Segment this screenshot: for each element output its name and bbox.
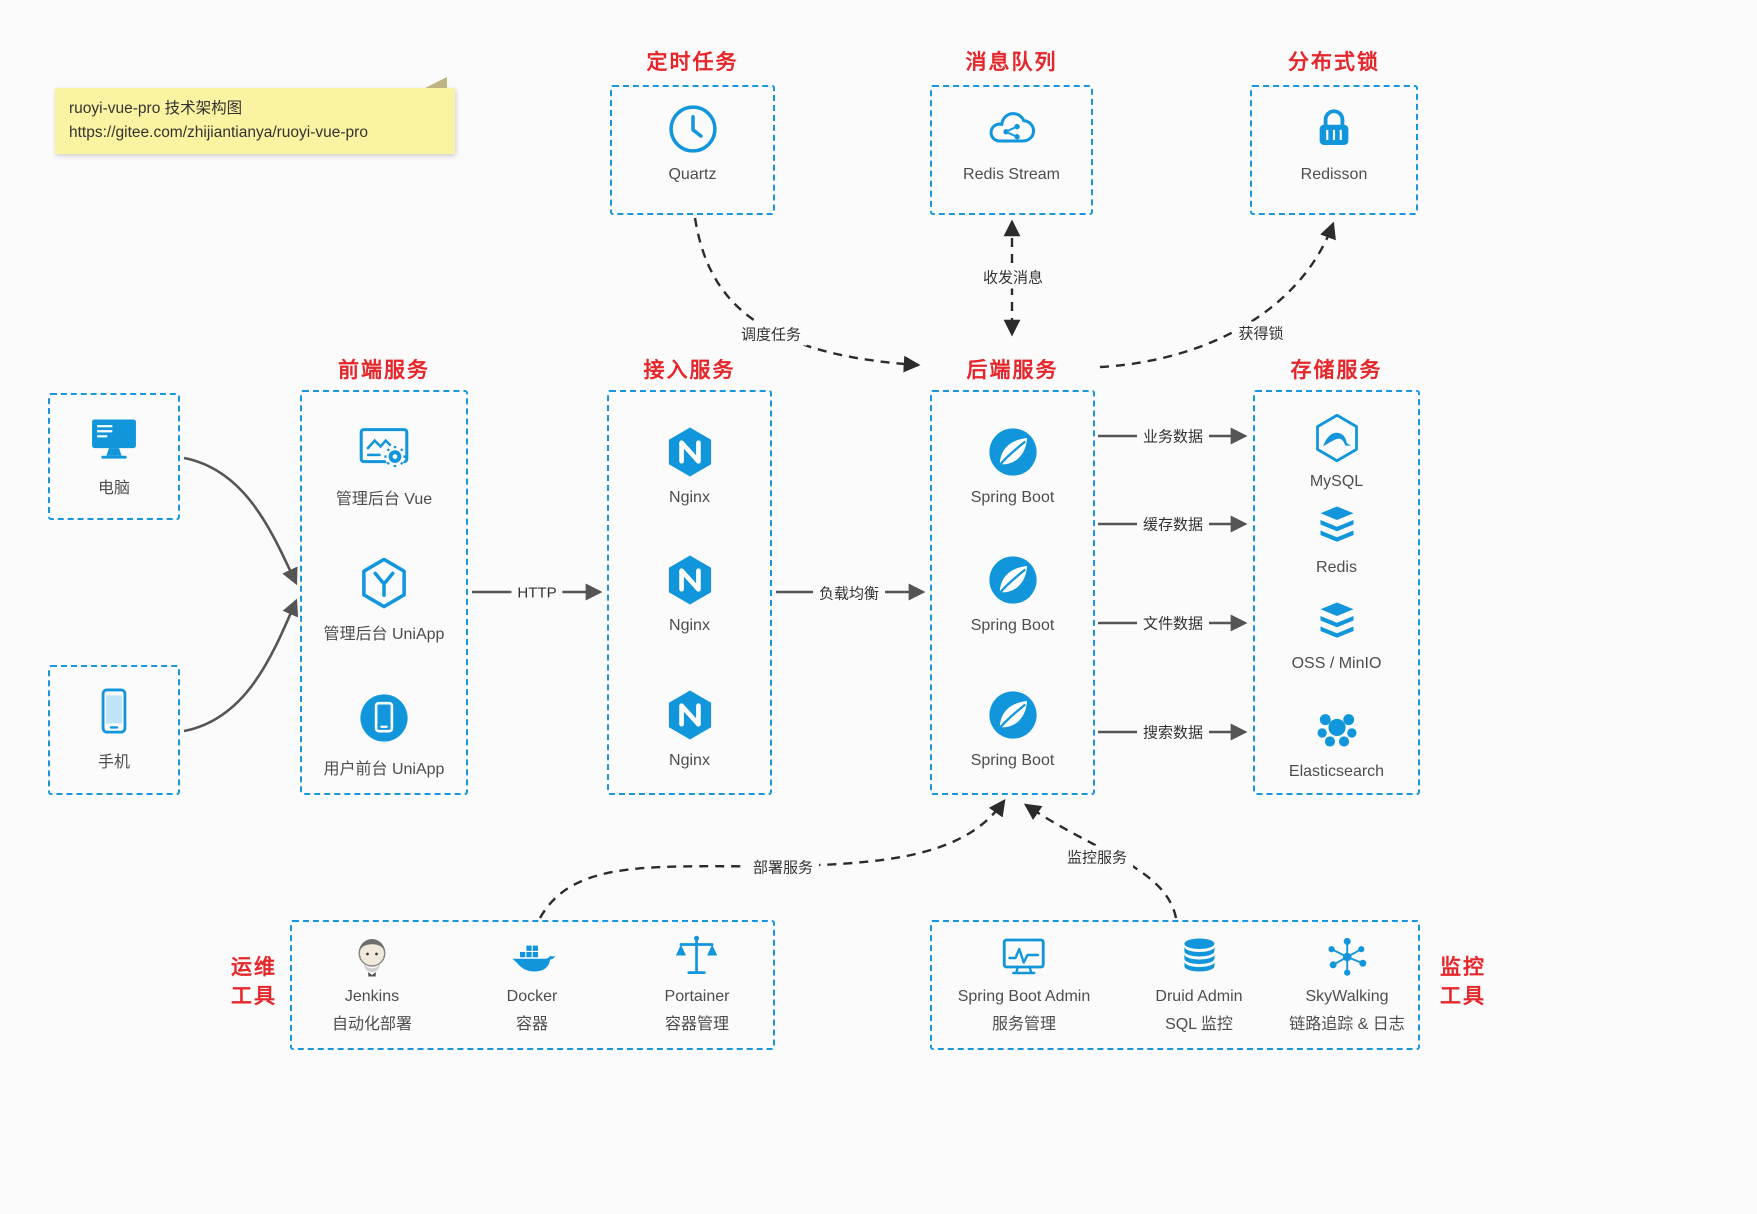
storage-item-label: OSS / MinIO — [1291, 655, 1382, 672]
frontend-title: 前端服务 — [338, 359, 430, 382]
edge-label-file-data: 文件数据 — [1136, 611, 1210, 635]
admin-vue-icon — [355, 422, 413, 476]
backend-item-label: Spring Boot — [970, 752, 1055, 769]
spring-boot-icon — [985, 552, 1041, 608]
computer-panel: 电脑 — [48, 393, 180, 520]
lock-title: 分布式锁 — [1288, 51, 1380, 74]
edge-label-http: HTTP — [511, 583, 563, 603]
monitor-panel: Spring Boot Admin 服务管理 Druid Admin SQL 监… — [930, 920, 1420, 1050]
monitor-item-name: SkyWalking — [1305, 988, 1389, 1005]
scheduler-panel: Quartz — [610, 85, 775, 215]
mysql-icon — [1311, 412, 1363, 464]
note-fold-corner — [425, 77, 447, 88]
phone-icon — [89, 683, 139, 739]
monitor-item-name: Spring Boot Admin — [957, 988, 1091, 1005]
edge-label-deploy-service: 部署服务 — [746, 855, 820, 879]
monitor-side-label: 监控 工具 — [1431, 953, 1495, 1012]
gateway-title: 接入服务 — [643, 359, 736, 382]
ops-item-name: Jenkins — [344, 988, 400, 1005]
cloud-stream-icon — [982, 103, 1042, 157]
monitor-item-desc: SQL 监控 — [1165, 1016, 1233, 1033]
ops-side-label: 运维 工具 — [222, 953, 286, 1012]
gateway-panel: Nginx Nginx Nginx — [607, 390, 772, 795]
scheduler-item-label: Quartz — [668, 166, 717, 183]
gateway-item-label: Nginx — [669, 752, 710, 769]
monitor-item-name: Druid Admin — [1155, 988, 1243, 1005]
storage-title: 存储服务 — [1290, 359, 1383, 382]
lock-icon — [1307, 101, 1361, 157]
edge-label-cache-data: 缓存数据 — [1136, 512, 1210, 536]
gateway-item-label: Nginx — [669, 617, 710, 634]
storage-item-label: Elasticsearch — [1288, 763, 1385, 780]
uniapp-user-icon — [356, 690, 412, 746]
edge-label-monitor-service: 监控服务 — [1060, 845, 1134, 869]
docker-icon — [504, 934, 560, 982]
oss-minio-icon — [1311, 598, 1363, 646]
ops-item-name: Docker — [506, 988, 558, 1005]
spring-boot-icon — [985, 424, 1041, 480]
sticky-note: ruoyi-vue-pro 技术架构图 https://gitee.com/zh… — [55, 77, 455, 155]
phone-panel: 手机 — [48, 665, 180, 795]
spring-boot-icon — [985, 687, 1041, 743]
jenkins-icon — [348, 932, 396, 982]
monitor-side-label-line1: 监控 — [1440, 956, 1486, 979]
edge-label-business-data: 业务数据 — [1136, 424, 1210, 448]
edge-label-search-data: 搜索数据 — [1136, 720, 1210, 744]
elasticsearch-icon — [1311, 704, 1363, 754]
backend-item-label: Spring Boot — [970, 617, 1055, 634]
nginx-icon — [663, 552, 717, 608]
backend-item-label: Spring Boot — [970, 489, 1055, 506]
nginx-icon — [663, 687, 717, 743]
spring-boot-admin-icon — [997, 934, 1051, 982]
scheduler-title: 定时任务 — [646, 51, 739, 74]
frontend-panel: 管理后台 Vue 管理后台 UniApp 用户前台 UniApp — [300, 390, 468, 795]
lock-panel: Redisson — [1250, 85, 1418, 215]
monitor-item-desc: 服务管理 — [991, 1016, 1056, 1033]
frontend-item-label: 管理后台 Vue — [335, 491, 433, 508]
skywalking-icon — [1322, 932, 1372, 982]
clock-icon — [665, 101, 721, 157]
monitor-item-desc: 链路追踪 & 日志 — [1289, 1016, 1405, 1033]
note-title: ruoyi-vue-pro 技术架构图 — [69, 100, 243, 117]
backend-panel: Spring Boot Spring Boot Spring Boot — [930, 390, 1095, 795]
ops-side-label-line2: 工具 — [231, 985, 277, 1009]
frontend-item-label: 用户前台 UniApp — [323, 761, 445, 778]
ops-item-name: Portainer — [664, 988, 730, 1005]
computer-label: 电脑 — [97, 480, 130, 497]
ops-panel: Jenkins 自动化部署 Docker 容器 — [290, 920, 775, 1050]
edge-label-acquire-lock: 获得锁 — [1232, 321, 1290, 345]
redis-icon — [1311, 502, 1363, 550]
mq-title: 消息队列 — [965, 51, 1058, 74]
lock-item-label: Redisson — [1300, 166, 1368, 183]
storage-item-label: Redis — [1316, 559, 1357, 576]
portainer-icon — [672, 932, 722, 982]
gateway-item-label: Nginx — [669, 489, 710, 506]
mq-item-label: Redis Stream — [963, 166, 1060, 183]
storage-item-label: MySQL — [1309, 473, 1364, 490]
phone-label: 手机 — [97, 754, 130, 771]
ops-side-label-line1: 运维 — [231, 956, 277, 979]
ops-item-desc: 自动化部署 — [331, 1016, 413, 1033]
edge-label-schedule-task: 调度任务 — [734, 322, 808, 346]
backend-title: 后端服务 — [966, 359, 1059, 382]
ops-item-desc: 容器管理 — [664, 1016, 730, 1033]
frontend-item-label: 管理后台 UniApp — [323, 626, 445, 643]
mq-panel: Redis Stream — [930, 85, 1093, 215]
computer-icon — [85, 411, 143, 465]
monitor-side-label-line2: 工具 — [1440, 985, 1486, 1009]
nginx-icon — [663, 424, 717, 480]
note-url: https://gitee.com/zhijiantianya/ruoyi-vu… — [69, 124, 368, 142]
edge-label-load-balance: 负载均衡 — [812, 581, 886, 605]
druid-db-icon — [1174, 934, 1224, 982]
storage-panel: MySQL Redis OSS / MinIO — [1253, 390, 1420, 795]
ops-item-desc: 容器 — [515, 1016, 548, 1033]
uniapp-admin-icon — [356, 555, 412, 611]
edge-label-send-receive-message: 收发消息 — [976, 265, 1050, 289]
